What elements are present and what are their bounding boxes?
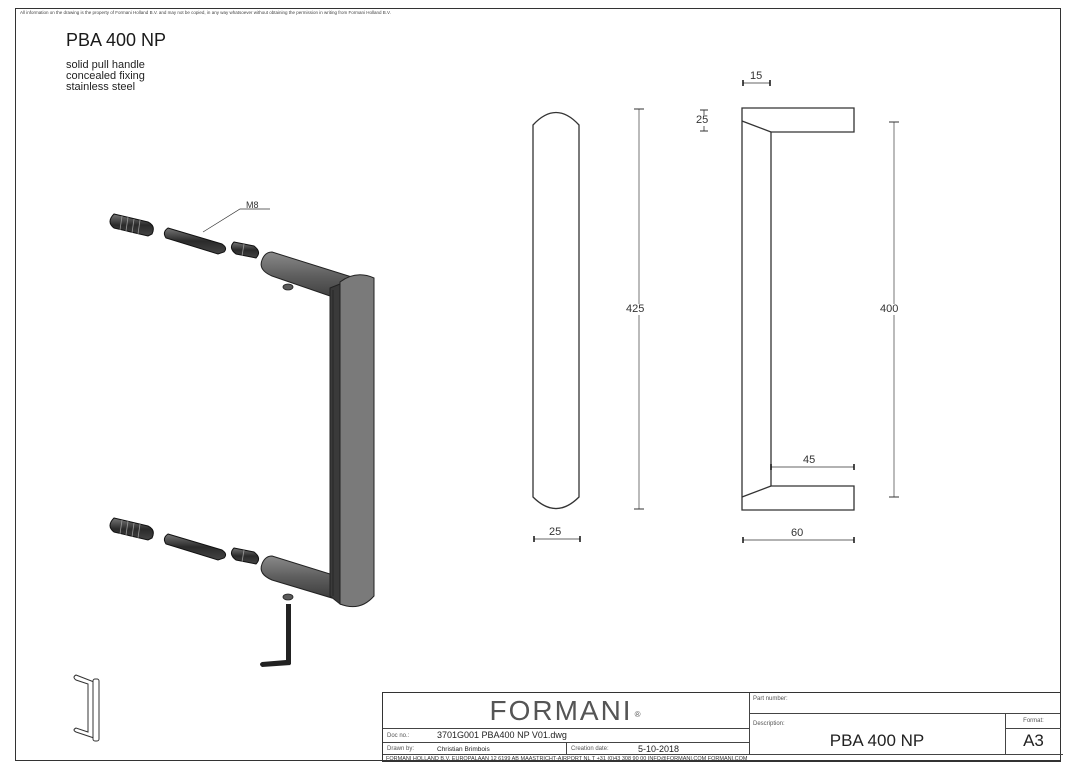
format-cell: Format: A3 <box>1005 713 1061 754</box>
logo-text: FORMANI <box>489 694 633 726</box>
title-block: FORMANI® Doc no.: 3701G001 PBA400 NP V01… <box>382 692 1063 763</box>
dim-front-height: 425 <box>625 303 646 315</box>
divider <box>566 743 567 755</box>
doc-no-value: 3701G001 PBA400 NP V01.dwg <box>437 730 567 740</box>
dim-front-width: 25 <box>549 526 562 538</box>
dim-side-top-thickness: 25 <box>695 114 710 126</box>
company-address: FORMANI HOLLAND B.V. EUROPALAAN 12 6199 … <box>383 754 1063 763</box>
description-cell: Description: PBA 400 NP <box>749 713 1005 754</box>
doc-no-row: Doc no.: 3701G001 PBA400 NP V01.dwg <box>383 728 749 742</box>
top-fixing-parts <box>109 208 270 259</box>
divider <box>1006 728 1061 729</box>
drawn-by-row: Drawn by: Christian Brimbois Creation da… <box>383 742 749 755</box>
drawing-frame <box>15 8 1061 761</box>
creation-date-value: 5-10-2018 <box>638 744 680 754</box>
drawn-by-value: Christian Brimbois <box>437 746 490 753</box>
part-number-label: Part number: <box>753 696 788 702</box>
feature-line: stainless steel <box>66 81 136 93</box>
feature-line: solid pull handle <box>66 59 145 71</box>
description-value: PBA 400 NP <box>829 731 925 750</box>
part-number-cell: Part number: <box>749 693 1060 713</box>
format-label: Format: <box>1023 718 1044 724</box>
registered-mark: ® <box>634 710 643 719</box>
format-value: A3 <box>1023 731 1044 750</box>
product-title: PBA 400 NP <box>66 30 167 50</box>
allen-key <box>260 604 291 667</box>
feature-line: concealed fixing <box>66 70 145 82</box>
copyright-notice: All information on the drawing is the pr… <box>20 10 391 15</box>
thread-callout: M8 <box>246 200 259 210</box>
dim-side-height: 400 <box>879 303 900 315</box>
dim-side-inner-depth: 45 <box>803 454 816 466</box>
formani-logo: FORMANI® <box>383 693 749 728</box>
divider <box>749 693 750 754</box>
dim-side-total-depth: 60 <box>791 527 804 539</box>
drawn-by-label: Drawn by: <box>387 746 415 752</box>
creation-date-label: Creation date: <box>571 746 609 752</box>
doc-no-label: Doc no.: <box>387 733 410 739</box>
description-label: Description: <box>753 721 785 727</box>
bottom-fixing-parts <box>109 517 260 565</box>
handle-thumbnail <box>73 674 100 742</box>
product-features: solid pull handle concealed fixing stain… <box>66 60 145 93</box>
front-elevation <box>532 108 644 542</box>
dim-side-bar-width: 15 <box>750 70 763 82</box>
side-elevation <box>700 80 899 543</box>
isometric-handle-view <box>109 208 375 667</box>
